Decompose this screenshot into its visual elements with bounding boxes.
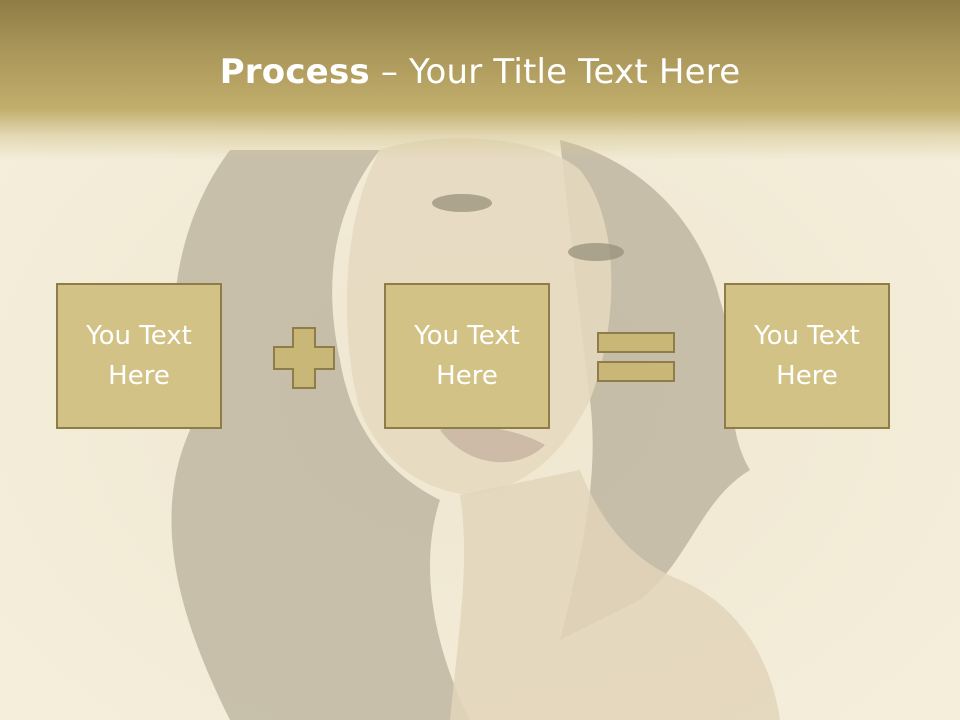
title-rest: – Your Title Text Here [369,52,741,92]
plus-icon [273,327,335,389]
header-band [0,0,960,160]
equals-bar-bottom [597,361,675,382]
equals-icon [597,332,675,384]
process-box-2-text: You Text Here [414,321,520,391]
title-bold: Process [219,52,370,92]
equals-bar-top [597,332,675,353]
slide-title: Process – Your Title Text Here [0,52,960,92]
process-box-1-text: You Text Here [86,321,192,391]
process-box-2[interactable]: You Text Here [384,283,550,429]
process-box-1[interactable]: You Text Here [56,283,222,429]
process-box-3-text: You Text Here [754,321,860,391]
process-box-3[interactable]: You Text Here [724,283,890,429]
